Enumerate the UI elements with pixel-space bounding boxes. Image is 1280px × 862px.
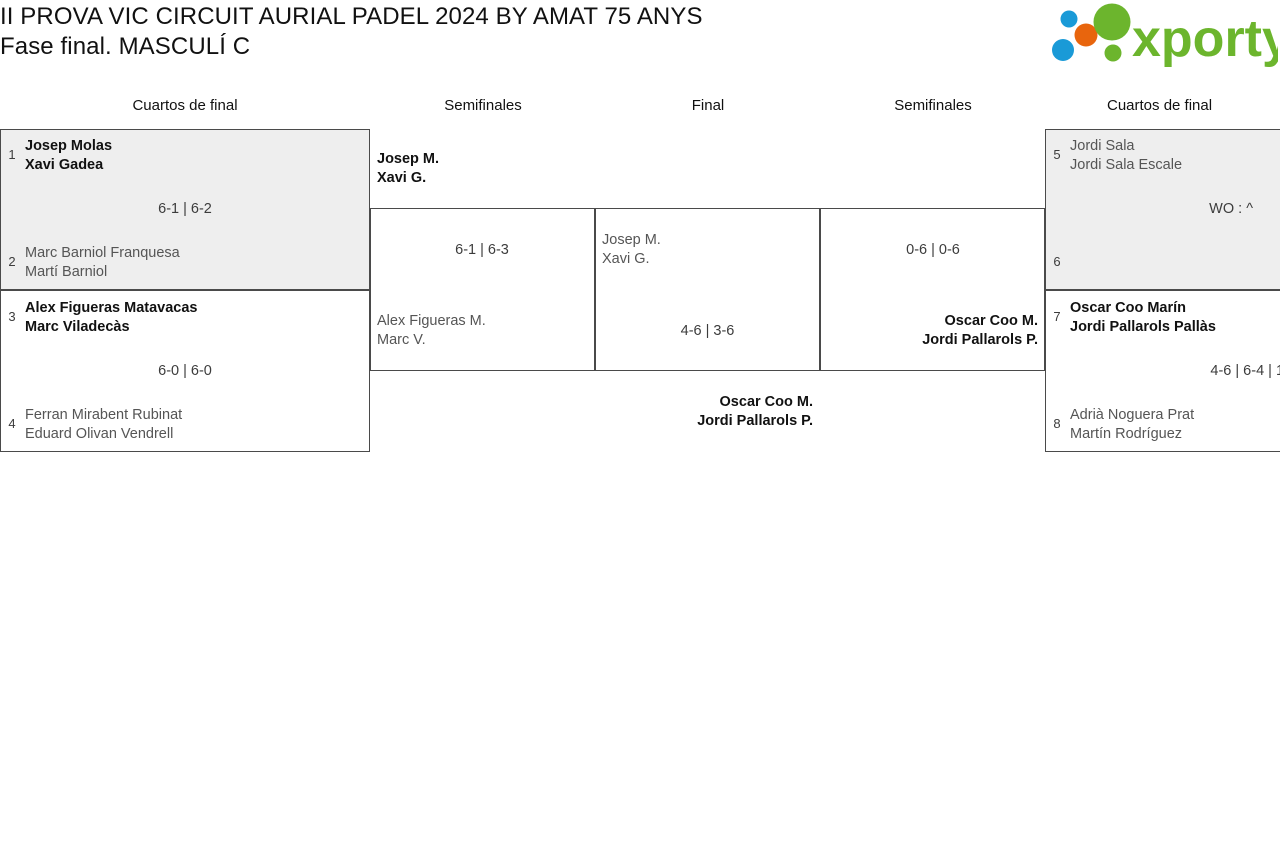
team-player-1: Oscar Coo M. (944, 313, 1038, 329)
tournament-title: II PROVA VIC CIRCUIT AURIAL PADEL 2024 B… (0, 2, 900, 62)
round-header-right-quarters: Cuartos de final (1107, 97, 1213, 114)
team-player-1: Marc Barniol Franquesa (25, 245, 180, 261)
seed-number-2: 2 (8, 254, 16, 269)
seed-number-6: 6 (1053, 254, 1061, 269)
team-player-1: Alex Figueras M. (377, 313, 486, 329)
team-player-1: Josep M. (377, 151, 440, 167)
score-sf-left: 6-1 | 6-3 (455, 242, 509, 258)
team-player-2: Martín Rodríguez (1070, 426, 1183, 442)
score-qf4: 4-6 | 6-4 | 10-8 (1210, 363, 1280, 379)
round-header-left-semis: Semifinales (444, 97, 522, 114)
seed-number-5: 5 (1053, 147, 1061, 162)
team-player-2: Xavi Gadea (25, 157, 104, 173)
team-player-1: Adrià Noguera Prat (1070, 407, 1195, 423)
team-final-winner: Oscar Coo M. Jordi Pallarols P. (513, 393, 813, 431)
team-player-2: Marc Viladecàs (25, 319, 130, 335)
team-player-2: Xavi G. (377, 170, 427, 186)
match-box-qf1[interactable] (0, 129, 370, 290)
team-qf2-top: Alex Figueras Matavacas Marc Viladecàs (25, 299, 197, 337)
team-player-1: Alex Figueras Matavacas (25, 300, 198, 316)
round-header-final: Final (691, 97, 725, 114)
team-sf-left-bottom: Alex Figueras M. Marc V. (377, 312, 486, 350)
team-player-2: Marc V. (377, 332, 426, 348)
score-sf-right: 0-6 | 0-6 (906, 242, 960, 258)
team-qf2-bottom: Ferran Mirabent Rubinat Eduard Olivan Ve… (25, 406, 182, 444)
team-qf1-bottom: Marc Barniol Franquesa Martí Barniol (25, 244, 180, 282)
team-player-2: Jordi Sala Escale (1070, 157, 1183, 173)
team-qf4-top: Oscar Coo Marín Jordi Pallarols Pallàs (1070, 299, 1216, 337)
team-player-2: Eduard Olivan Vendrell (25, 426, 174, 442)
round-header-right-semis: Semifinales (894, 97, 972, 114)
score-qf1: 6-1 | 6-2 (158, 201, 212, 217)
team-player-2: Jordi Pallarols Pallàs (1070, 319, 1216, 335)
page-header: II PROVA VIC CIRCUIT AURIAL PADEL 2024 B… (0, 0, 1280, 72)
team-player-1: Ferran Mirabent Rubinat (25, 407, 183, 423)
team-player-1: Jordi Sala (1070, 138, 1135, 154)
team-player-1: Josep M. (602, 232, 661, 248)
team-final-top: Josep M. Xavi G. (602, 231, 661, 269)
team-player-1: Oscar Coo M. (719, 394, 813, 410)
team-sf-right-bottom: Oscar Coo M. Jordi Pallarols P. (788, 312, 1038, 350)
team-qf3-top: Jordi Sala Jordi Sala Escale (1070, 137, 1182, 175)
seed-number-8: 8 (1053, 416, 1061, 431)
team-player-2: Jordi Pallarols P. (922, 332, 1038, 348)
seed-number-1: 1 (8, 147, 16, 162)
team-player-2: Xavi G. (602, 251, 650, 267)
score-qf3: WO : ^ (1209, 201, 1253, 217)
logo-dots-icon (1052, 3, 1131, 62)
team-sf-left-top: Josep M. Xavi G. (377, 150, 439, 188)
tournament-name: II PROVA VIC CIRCUIT AURIAL PADEL 2024 B… (0, 3, 703, 30)
seed-number-4: 4 (8, 416, 16, 431)
xporty-logo[interactable]: xporty (1046, 3, 1278, 69)
score-final: 4-6 | 3-6 (680, 323, 735, 339)
round-header-left-quarters: Cuartos de final (132, 97, 238, 114)
match-box-qf4[interactable] (1045, 290, 1280, 452)
seed-number-3: 3 (8, 309, 16, 324)
team-player-1: Josep Molas (25, 138, 113, 154)
match-box-qf2[interactable] (0, 290, 370, 452)
logo-wordmark: xporty (1132, 10, 1278, 68)
match-box-sf-right[interactable] (820, 208, 1045, 371)
team-player-1: Oscar Coo Marín (1070, 300, 1187, 316)
match-box-final[interactable] (595, 208, 820, 371)
team-qf1-top: Josep Molas Xavi Gadea (25, 137, 112, 175)
svg-text:xporty: xporty (1132, 10, 1278, 68)
match-box-sf-left[interactable] (370, 208, 595, 371)
seed-number-7: 7 (1053, 309, 1061, 324)
team-qf4-bottom: Adrià Noguera Prat Martín Rodríguez (1070, 406, 1194, 444)
tournament-phase: Fase final. MASCULÍ C (0, 33, 251, 60)
match-box-qf3[interactable] (1045, 129, 1280, 290)
team-player-2: Jordi Pallarols P. (697, 413, 813, 429)
score-qf2: 6-0 | 6-0 (158, 363, 212, 379)
team-player-2: Martí Barniol (25, 264, 108, 280)
